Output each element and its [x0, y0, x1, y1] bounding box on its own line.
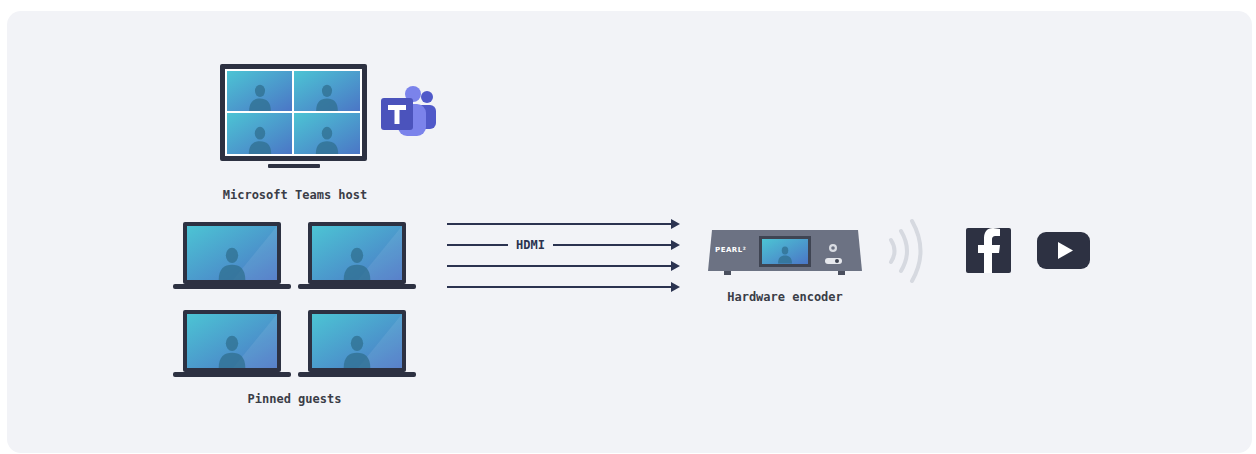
hdmi-arrow [447, 240, 680, 250]
youtube-icon [1037, 232, 1090, 269]
device-brand: PEARL² [715, 246, 746, 254]
facebook-icon [966, 228, 1011, 273]
laptops [173, 222, 416, 377]
monitor-node: Microsoft Teams host [200, 60, 390, 202]
encoder-node: Hardware encoder [695, 226, 875, 304]
hdmi-arrow [447, 282, 680, 292]
node-caption: Microsoft Teams host [200, 188, 390, 202]
teams-logo [381, 86, 436, 136]
hardware-encoder [708, 230, 862, 275]
wireless-waves [891, 221, 921, 281]
panel-background [7, 11, 1252, 453]
node-caption: Pinned guests [172, 392, 417, 406]
hdmi-arrow [447, 261, 680, 271]
laptop-group-node: Pinned guests [172, 218, 417, 406]
monitor [220, 64, 367, 168]
node-caption: Hardware encoder [695, 290, 875, 304]
hdmi-arrow [447, 219, 680, 229]
edge-label: HDMI [508, 238, 553, 252]
